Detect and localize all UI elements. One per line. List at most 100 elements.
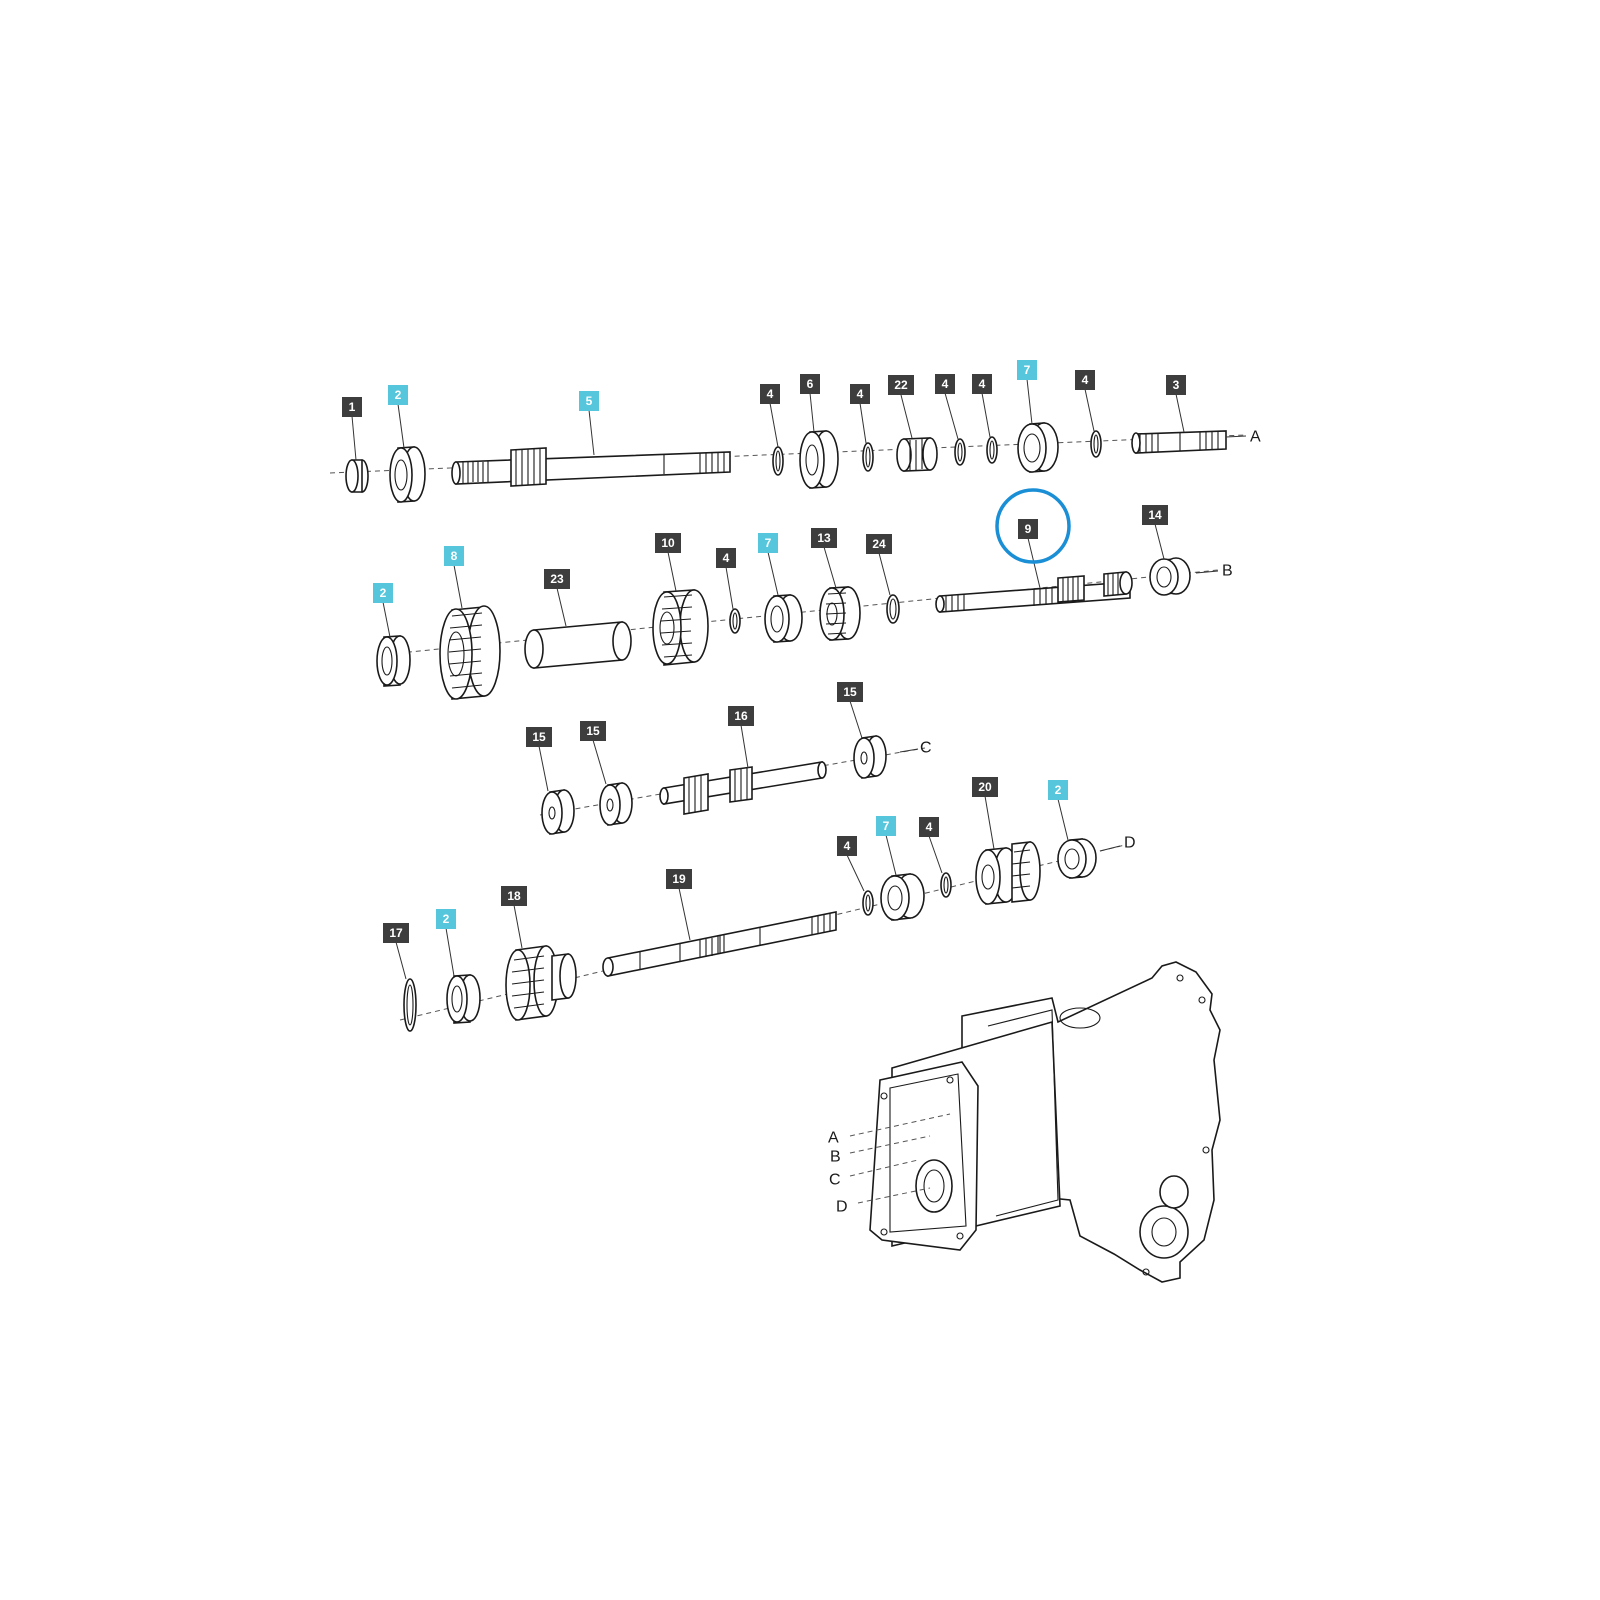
- row-end-ref-c: C: [920, 740, 932, 757]
- callout-4[interactable]: 4: [760, 384, 780, 404]
- part-4-snap-ring[interactable]: [729, 608, 741, 634]
- svg-text:4: 4: [926, 820, 933, 834]
- part-23-sleeve[interactable]: [524, 621, 632, 669]
- housing-axis-b: [849, 1135, 931, 1154]
- housing-ref-a: A: [828, 1130, 839, 1147]
- part-20-double-gear[interactable]: [975, 841, 1041, 905]
- part-2-bearing[interactable]: [1057, 838, 1097, 879]
- svg-text:24: 24: [872, 537, 886, 551]
- transmission-housing: [849, 961, 1221, 1283]
- row-end-ref-d: D: [1124, 835, 1136, 852]
- callout-3[interactable]: 3: [1166, 375, 1186, 395]
- svg-text:14: 14: [1148, 508, 1162, 522]
- part-9-output-shaft[interactable]: [935, 571, 1133, 613]
- part-14-bearing[interactable]: [1149, 557, 1191, 596]
- part-8-large-gear[interactable]: [439, 605, 501, 700]
- row-end-ref-b: B: [1222, 563, 1233, 580]
- svg-text:7: 7: [765, 536, 772, 550]
- callout-4[interactable]: 4: [935, 374, 955, 394]
- part-17-washer[interactable]: [403, 978, 417, 1032]
- part-10-gear[interactable]: [652, 589, 709, 666]
- part-5-input-shaft[interactable]: [451, 447, 731, 487]
- part-4-snap-ring[interactable]: [986, 436, 998, 464]
- callout-13[interactable]: 13: [811, 528, 837, 548]
- callout-20[interactable]: 20: [972, 777, 998, 797]
- part-19-main-shaft[interactable]: [602, 911, 837, 977]
- svg-text:15: 15: [586, 724, 600, 738]
- callout-15[interactable]: 15: [580, 721, 606, 741]
- callout-10[interactable]: 10: [655, 533, 681, 553]
- callout-22[interactable]: 22: [888, 375, 914, 395]
- callout-4[interactable]: 4: [972, 374, 992, 394]
- callout-2[interactable]: 2: [436, 909, 456, 929]
- svg-text:23: 23: [550, 572, 564, 586]
- part-2-bearing[interactable]: [389, 446, 426, 503]
- callout-2[interactable]: 2: [1048, 780, 1068, 800]
- part-15-bushing[interactable]: [599, 782, 633, 826]
- svg-text:7: 7: [1024, 363, 1031, 377]
- shaft-assembly-row-c: [539, 735, 926, 835]
- callout-1[interactable]: 1: [342, 397, 362, 417]
- callout-15[interactable]: 15: [526, 727, 552, 747]
- callout-4[interactable]: 4: [919, 817, 939, 837]
- callout-7[interactable]: 7: [1017, 360, 1037, 380]
- part-4-snap-ring[interactable]: [772, 446, 784, 476]
- svg-text:9: 9: [1025, 522, 1032, 536]
- callout-4[interactable]: 4: [837, 836, 857, 856]
- callout-5[interactable]: 5: [579, 391, 599, 411]
- part-7-bearing[interactable]: [1017, 422, 1059, 473]
- part-13-gear[interactable]: [819, 586, 861, 641]
- svg-text:2: 2: [443, 912, 450, 926]
- callout-16[interactable]: 16: [728, 706, 754, 726]
- part-4-snap-ring[interactable]: [862, 890, 874, 916]
- svg-text:4: 4: [857, 387, 864, 401]
- part-15-bushing[interactable]: [853, 735, 887, 779]
- part-16-cluster-shaft[interactable]: [659, 761, 827, 815]
- svg-text:18: 18: [507, 889, 521, 903]
- callout-8[interactable]: 8: [444, 546, 464, 566]
- svg-text:4: 4: [942, 377, 949, 391]
- callout-17[interactable]: 17: [383, 923, 409, 943]
- part-7-bearing[interactable]: [880, 873, 925, 921]
- part-24-snap-ring[interactable]: [886, 594, 900, 624]
- callout-2[interactable]: 2: [388, 385, 408, 405]
- part-3-stub-shaft[interactable]: [1131, 430, 1227, 454]
- callout-7[interactable]: 7: [876, 816, 896, 836]
- svg-text:6: 6: [807, 377, 814, 391]
- callout-4[interactable]: 4: [850, 384, 870, 404]
- part-22-needle-bearing[interactable]: [896, 437, 938, 472]
- highlight-circle-part-9: [995, 488, 1071, 564]
- part-4-snap-ring[interactable]: [940, 872, 952, 898]
- shaft-assembly-row-b: [376, 557, 1219, 700]
- housing-ref-b: B: [830, 1149, 841, 1166]
- reference-letters: A B C D A B C D: [828, 429, 1261, 1216]
- callout-4[interactable]: 4: [716, 548, 736, 568]
- part-1-bushing[interactable]: [345, 459, 369, 493]
- callout-2[interactable]: 2: [373, 583, 393, 603]
- callout-18[interactable]: 18: [501, 886, 527, 906]
- part-2-bearing[interactable]: [376, 635, 411, 687]
- part-4-snap-ring[interactable]: [1090, 430, 1102, 458]
- callout-14[interactable]: 14: [1142, 505, 1168, 525]
- part-15-bushing[interactable]: [541, 789, 575, 835]
- callout-9[interactable]: 9: [1018, 519, 1038, 539]
- svg-text:7: 7: [883, 819, 890, 833]
- callout-7[interactable]: 7: [758, 533, 778, 553]
- part-4-snap-ring[interactable]: [954, 438, 966, 466]
- callout-4[interactable]: 4: [1075, 370, 1095, 390]
- housing-boss-upper: [1159, 1175, 1189, 1209]
- part-18-double-gear[interactable]: [505, 945, 577, 1021]
- part-6-bearing[interactable]: [799, 430, 839, 489]
- callout-24[interactable]: 24: [866, 534, 892, 554]
- part-7-bearing[interactable]: [764, 594, 803, 643]
- row-end-ref-a: A: [1250, 429, 1261, 446]
- svg-text:4: 4: [1082, 373, 1089, 387]
- callout-15[interactable]: 15: [837, 682, 863, 702]
- part-4-snap-ring[interactable]: [862, 442, 874, 472]
- part-2-bearing[interactable]: [446, 974, 481, 1024]
- callout-19[interactable]: 19: [666, 869, 692, 889]
- svg-text:5: 5: [586, 394, 593, 408]
- callout-23[interactable]: 23: [544, 569, 570, 589]
- callout-6[interactable]: 6: [800, 374, 820, 394]
